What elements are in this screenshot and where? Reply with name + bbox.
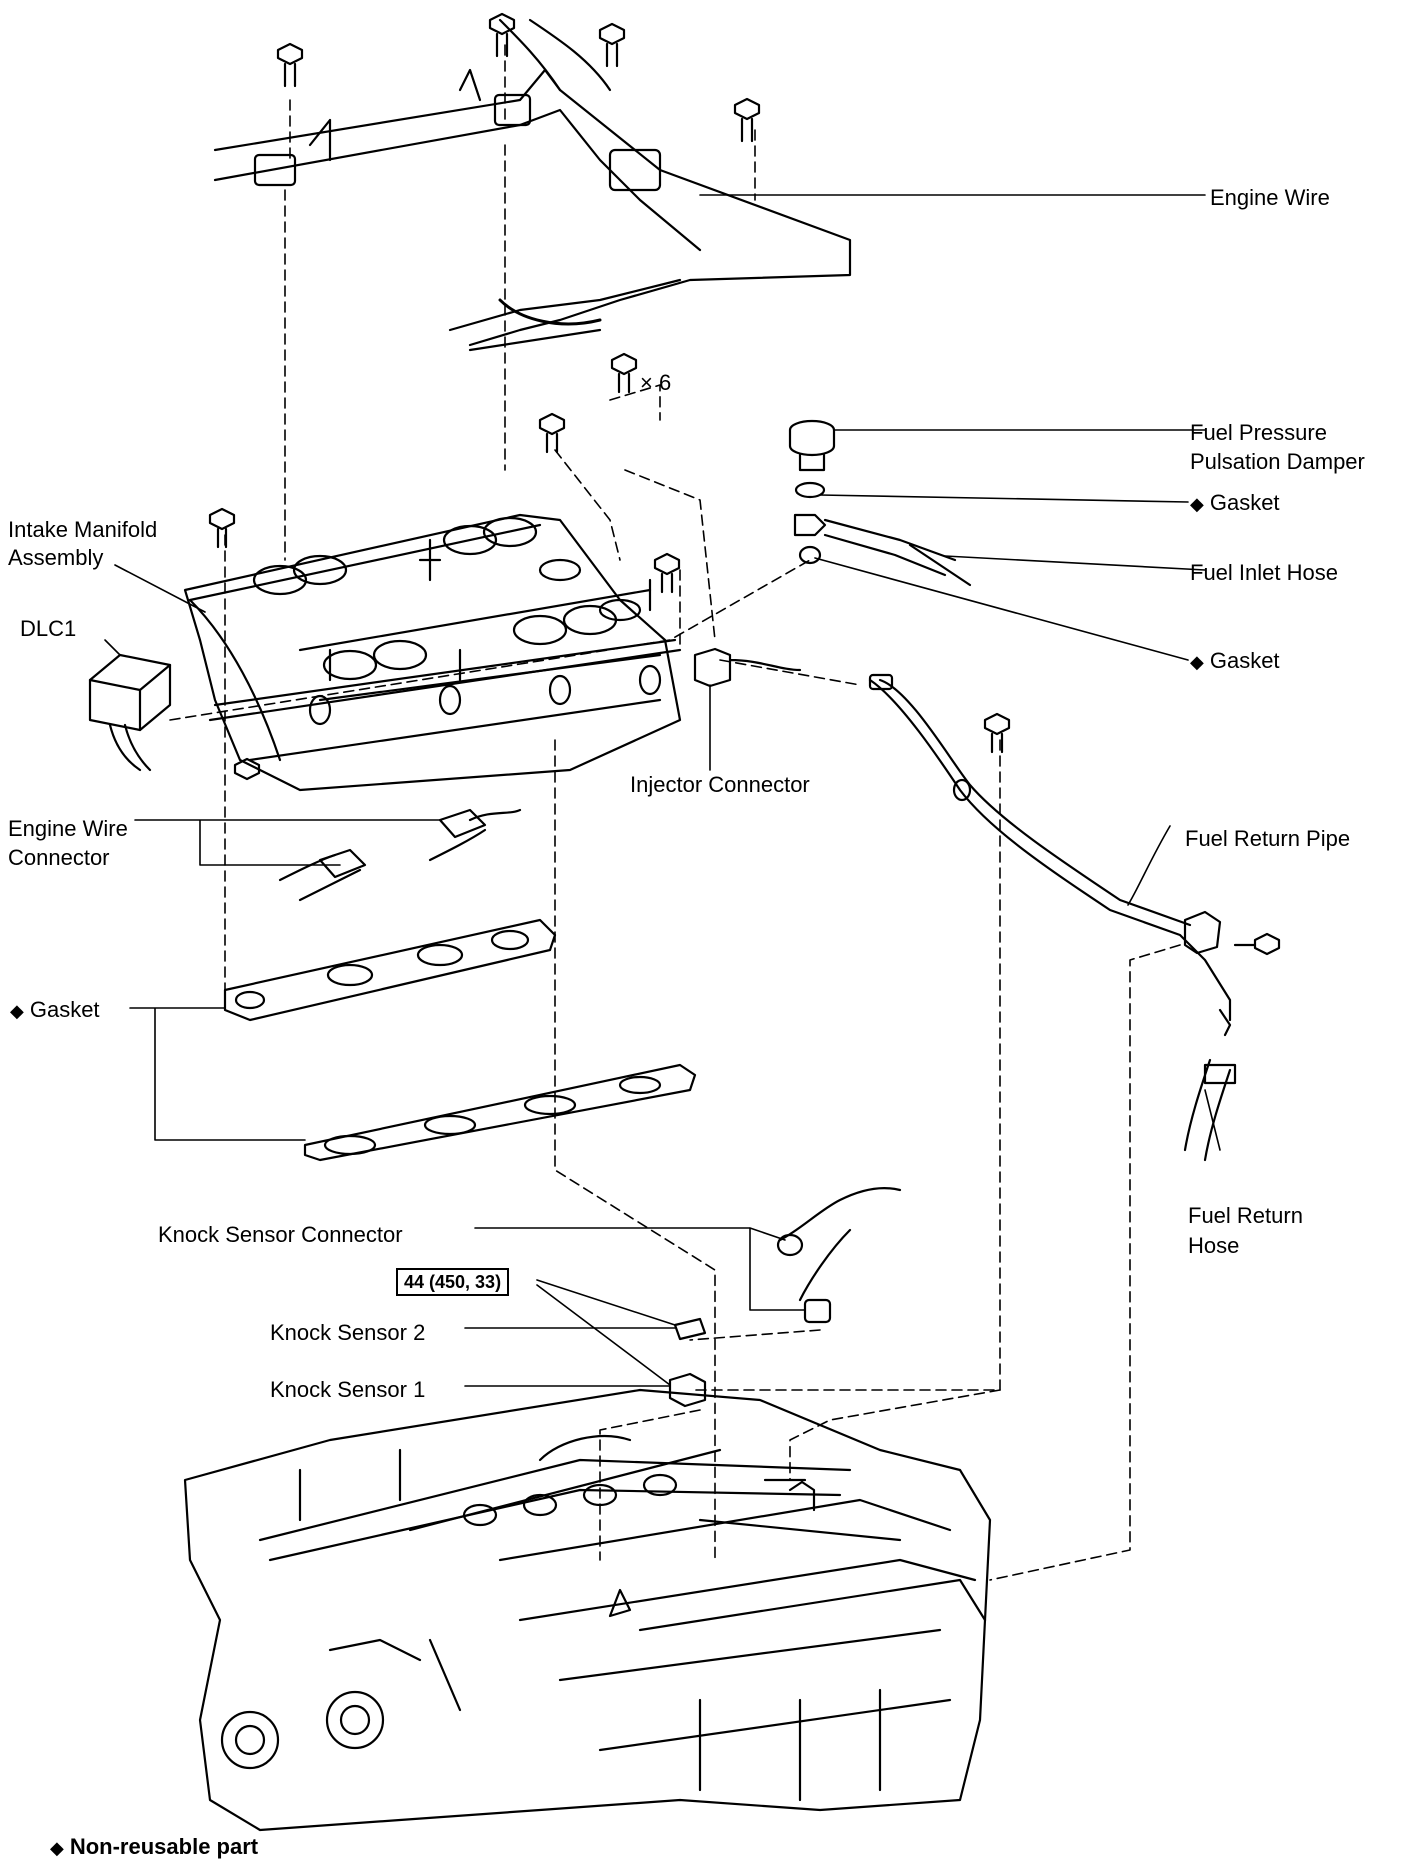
intake-manifold (183, 513, 682, 792)
knock-sensor-connector-shape (776, 1186, 902, 1324)
engine-wire-harness (213, 18, 852, 352)
injector-connector-shape (693, 647, 802, 688)
dlc1-shape (88, 653, 172, 772)
label-fuel-return-pipe: Fuel Return Pipe (1185, 826, 1351, 851)
label-gasket-upper: ◆Gasket (1190, 490, 1280, 515)
diamond-icon: ◆ (50, 1838, 64, 1858)
label-bolt-count: × 6 (640, 370, 672, 395)
diamond-icon: ◆ (1190, 494, 1204, 514)
knock-sensors-shape (668, 1317, 707, 1408)
label-intake-manifold-assembly-line1: Intake Manifold (8, 517, 158, 542)
label-injector-connector: Injector Connector (630, 772, 810, 797)
fuel-pressure-damper-shape (788, 419, 836, 499)
label-knock-sensor-1: Knock Sensor 1 (270, 1377, 426, 1402)
label-knock-sensor-connector: Knock Sensor Connector (158, 1222, 403, 1247)
label-dlc1: DLC1 (20, 616, 77, 641)
manifold-bolts (208, 352, 681, 781)
engine-wire-connector-shape (278, 808, 522, 902)
label-fuel-pressure-pulsation-damper-line2: Pulsation Damper (1190, 449, 1365, 474)
label-fuel-inlet-hose: Fuel Inlet Hose (1190, 560, 1338, 585)
label-fuel-pressure-pulsation-damper-line1: Fuel Pressure (1190, 420, 1327, 445)
fuel-inlet-hose-shape (793, 513, 972, 587)
fuel-return-hose-shape (1183, 1058, 1237, 1162)
label-engine-wire: Engine Wire (1210, 185, 1330, 210)
harness-bolts (276, 12, 761, 143)
torque-spec-box: 44 (450, 33) (396, 1268, 510, 1296)
pipe-bolt (983, 712, 1011, 754)
label-fuel-return-hose-line1: Fuel Return (1188, 1203, 1303, 1228)
footnote-non-reusable: ◆Non-reusable part (50, 1834, 259, 1859)
assembly-lines (169, 44, 1181, 1581)
label-engine-wire-connector-line1: Engine Wire (8, 816, 128, 841)
engine-block (183, 1388, 992, 1832)
leader-lines (104, 194, 1221, 1387)
label-gasket-middle: ◆Gasket (1190, 648, 1280, 673)
label-gasket-lower: ◆Gasket (10, 997, 100, 1022)
gaskets-manifold (223, 918, 697, 1162)
diamond-icon: ◆ (10, 1001, 24, 1021)
label-engine-wire-connector-line2: Connector (8, 845, 110, 870)
fuel-return-pipe-shape (868, 673, 1281, 1037)
label-fuel-return-hose-line2: Hose (1188, 1233, 1240, 1258)
label-knock-sensor-2: Knock Sensor 2 (270, 1320, 426, 1345)
label-intake-manifold-assembly-line2: Assembly (8, 545, 104, 570)
diamond-icon: ◆ (1190, 652, 1204, 672)
